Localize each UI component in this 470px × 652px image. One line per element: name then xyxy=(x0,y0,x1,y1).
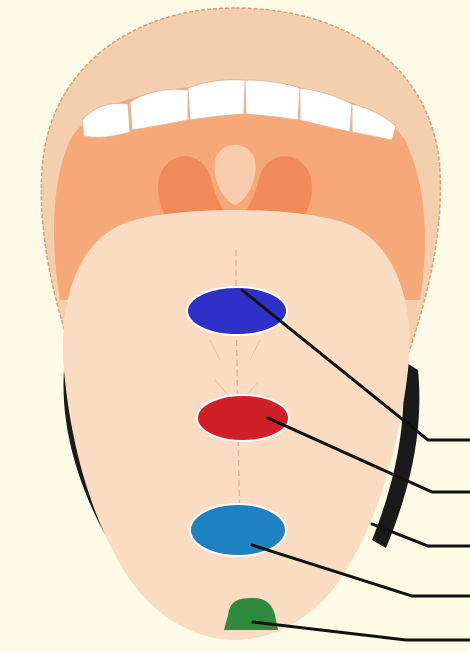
tooth xyxy=(245,80,300,120)
tooth xyxy=(188,80,245,120)
front-side-region xyxy=(190,504,286,556)
back-region xyxy=(187,287,287,335)
middle-region xyxy=(197,395,289,441)
